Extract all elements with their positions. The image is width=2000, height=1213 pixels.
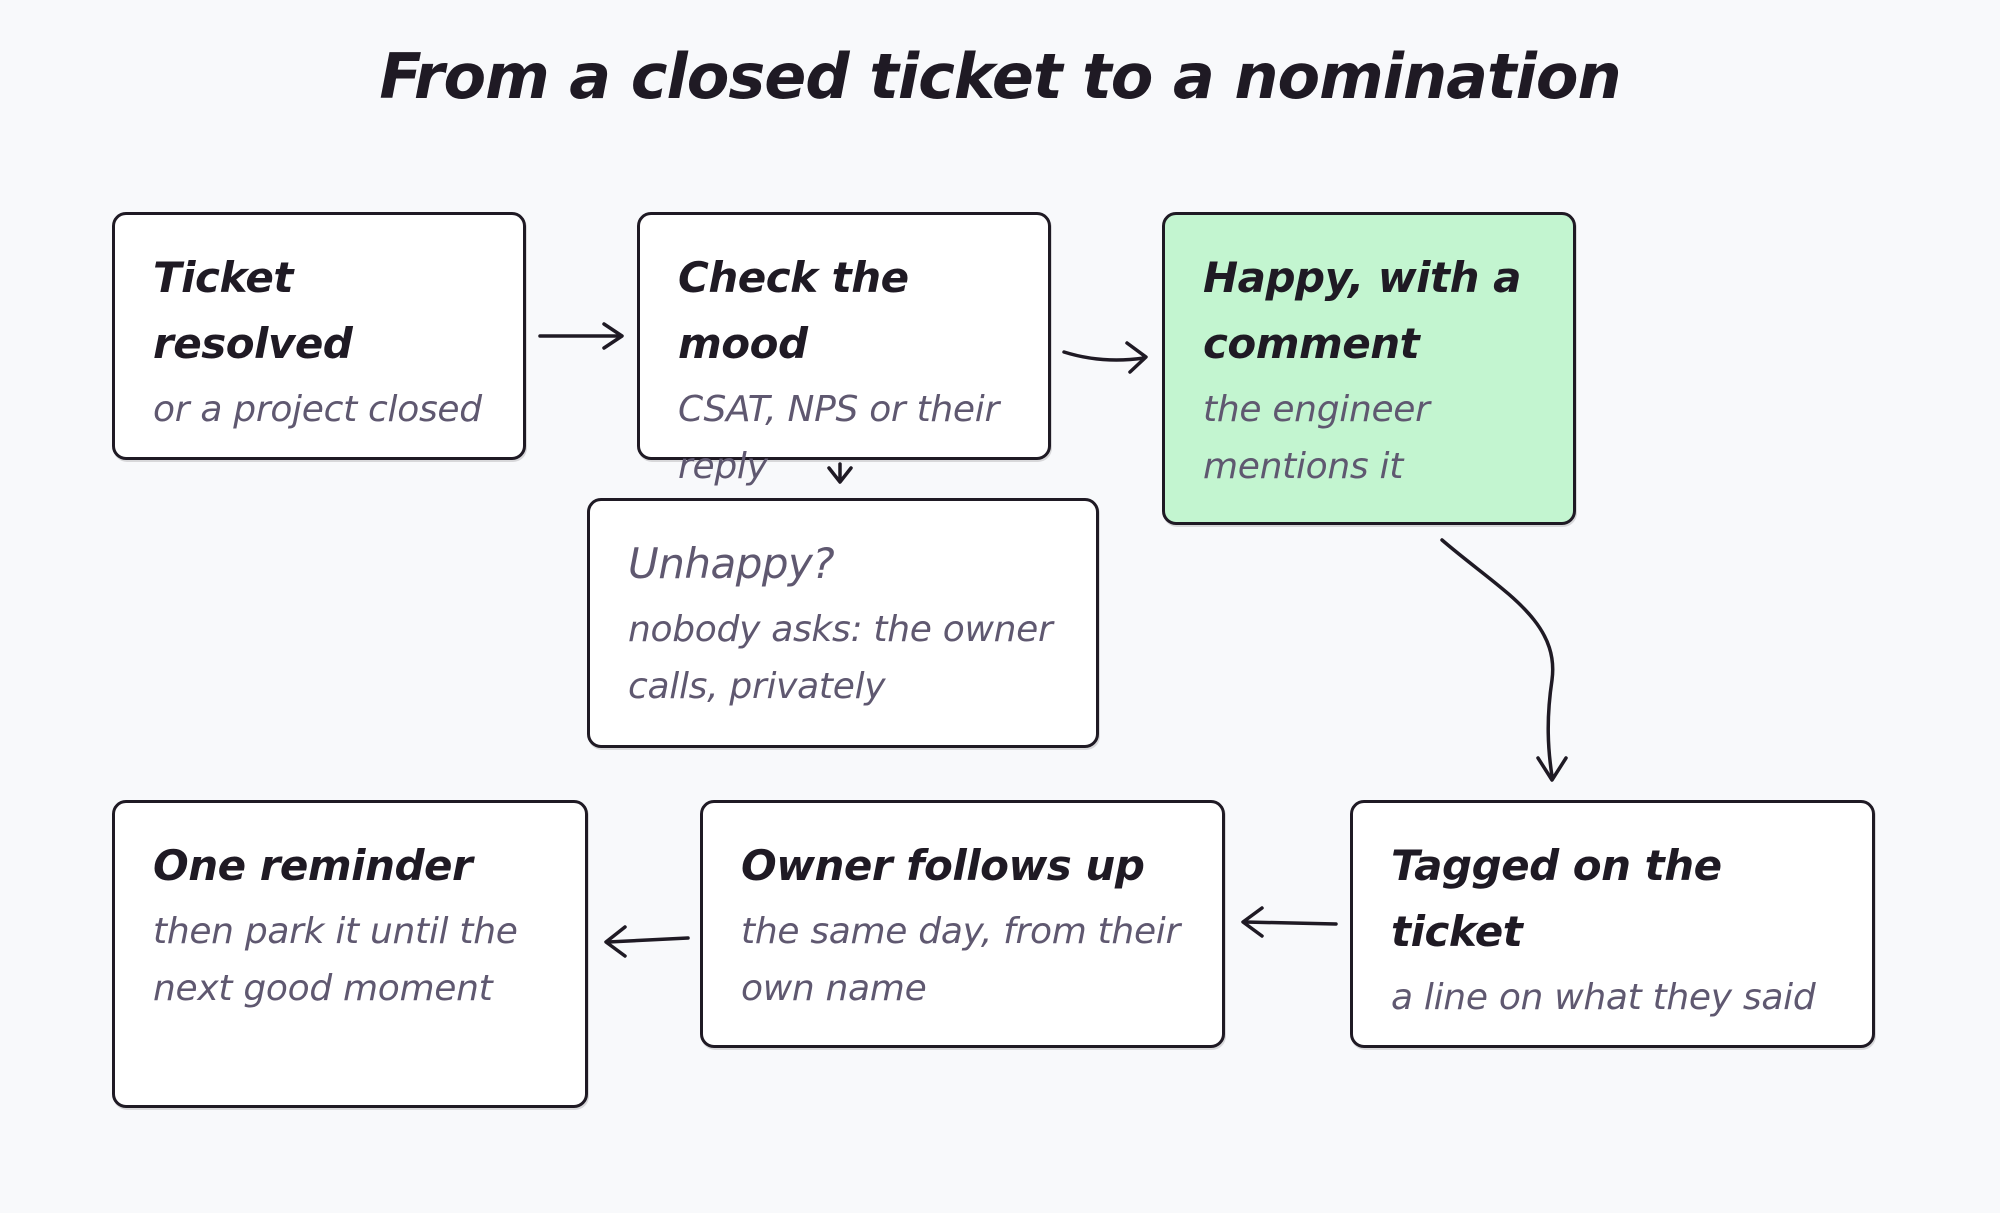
node-ticket-resolved: Ticket resolved or a project closed xyxy=(112,212,526,460)
node-note: a line on what they said xyxy=(1391,977,1816,1018)
node-title: Tagged on the ticket xyxy=(1391,841,1722,956)
diagram-title: From a closed ticket to a nomination xyxy=(379,40,1621,113)
arrow-happy-to-tagged xyxy=(1440,538,1568,782)
node-note: the same day, from their own name xyxy=(741,911,1181,1009)
node-note: CSAT, NPS or their reply xyxy=(678,389,999,487)
arrow-resolved-to-mood xyxy=(538,322,624,350)
node-title: One reminder xyxy=(153,841,473,890)
node-note: then park it until the next good moment xyxy=(153,911,518,1009)
node-title: Unhappy? xyxy=(628,539,835,588)
node-unhappy: Unhappy? nobody asks: the owner calls, p… xyxy=(587,498,1099,748)
node-title: Check the mood xyxy=(678,253,909,368)
node-owner-follows-up: Owner follows up the same day, from thei… xyxy=(700,800,1225,1048)
node-title: Ticket resolved xyxy=(153,253,353,368)
arrow-mood-to-unhappy xyxy=(827,462,853,484)
node-title: Happy, with a comment xyxy=(1203,253,1521,368)
node-note: the engineer mentions it xyxy=(1203,389,1430,487)
node-note: nobody asks: the owner calls, privately xyxy=(628,609,1053,707)
arrow-owner-to-reminder xyxy=(604,925,690,958)
node-title: Owner follows up xyxy=(741,841,1145,890)
node-check-mood: Check the mood CSAT, NPS or their reply xyxy=(637,212,1051,487)
node-note: or a project closed xyxy=(153,389,482,430)
node-one-reminder: One reminder then park it until the next… xyxy=(112,800,588,1108)
arrow-mood-to-happy xyxy=(1062,341,1148,374)
arrow-tagged-to-owner xyxy=(1241,906,1338,938)
node-happy: Happy, with a comment the engineer menti… xyxy=(1162,212,1576,525)
node-tagged: Tagged on the ticket a line on what they… xyxy=(1350,800,1875,1048)
